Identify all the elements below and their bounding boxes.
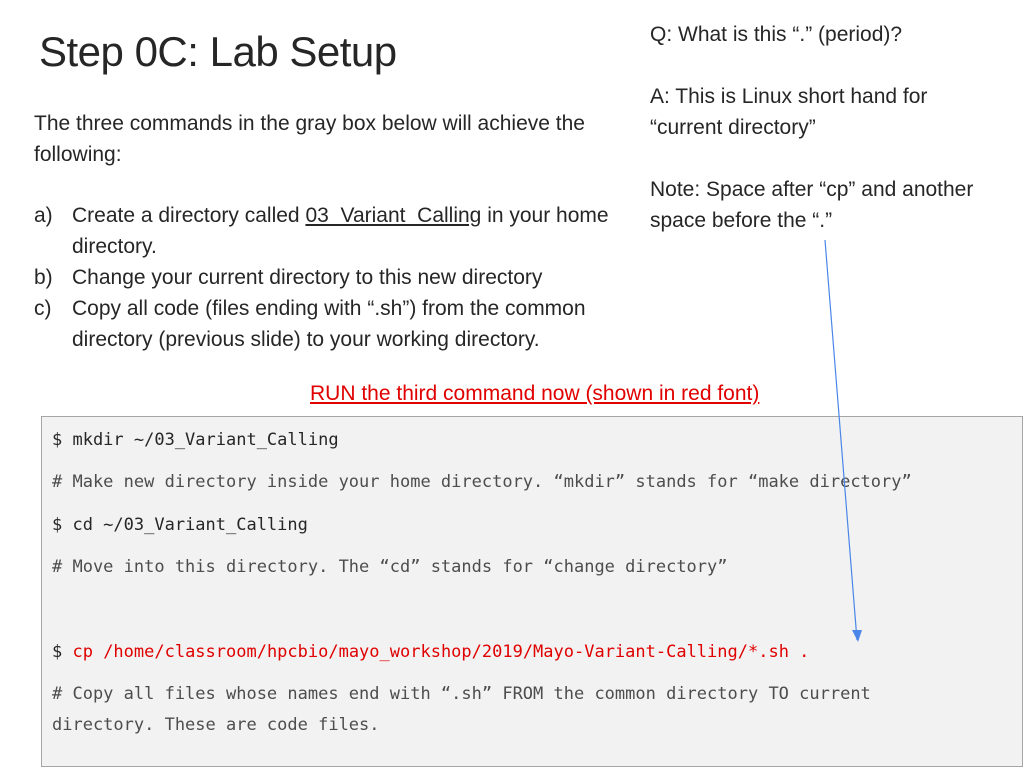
side-question: Q: What is this “.” (period)?	[650, 23, 903, 46]
intro-text: The three commands in the gray box below…	[34, 112, 585, 166]
list-item-label: a)	[34, 204, 53, 227]
list-item-label: c)	[34, 297, 52, 320]
list-item-text-pre: Create a directory called	[72, 204, 306, 227]
directory-name-highlight: 03_Variant_Calling	[305, 204, 482, 227]
command-prompt: $	[52, 642, 73, 662]
comment-cp: # Copy all files whose names end with “.…	[52, 684, 871, 735]
intro-block: The three commands in the gray box below…	[34, 108, 614, 355]
command-cp-text: cp /home/classroom/hpcbio/mayo_workshop/…	[72, 642, 810, 662]
command-mkdir: $ mkdir ~/03_Variant_Calling	[52, 430, 339, 450]
list-item: b) Change your current directory to this …	[34, 262, 614, 293]
side-answer: A: This is Linux short hand for “current…	[650, 85, 928, 139]
list-item: a) Create a directory called 03_Variant_C…	[34, 200, 614, 262]
command-cd: $ cd ~/03_Variant_Calling	[52, 515, 308, 535]
list-item-text: Copy all code (files ending with “.sh”) …	[72, 297, 586, 351]
list-item-label: b)	[34, 266, 53, 289]
command-cp: $ cp /home/classroom/hpcbio/mayo_worksho…	[52, 637, 1012, 668]
side-note-text: Note: Space after “cp” and another space…	[650, 178, 974, 232]
slide-title: Step 0C: Lab Setup	[39, 28, 397, 75]
comment-cd: # Move into this directory. The “cd” sta…	[52, 557, 728, 577]
list-item-text: Change your current directory to this ne…	[72, 266, 543, 289]
code-box: $ mkdir ~/03_Variant_Calling # Make new …	[41, 416, 1023, 767]
run-instruction: RUN the third command now (shown in red …	[310, 382, 760, 405]
list-item-text-post: in your home directory.	[72, 204, 609, 258]
side-note: Q: What is this “.” (period)? A: This is…	[650, 19, 990, 267]
task-list: a) Create a directory called 03_Variant_C…	[34, 200, 614, 355]
comment-mkdir: # Make new directory inside your home di…	[52, 472, 912, 492]
list-item: c) Copy all code (files ending with “.sh”…	[34, 293, 614, 355]
